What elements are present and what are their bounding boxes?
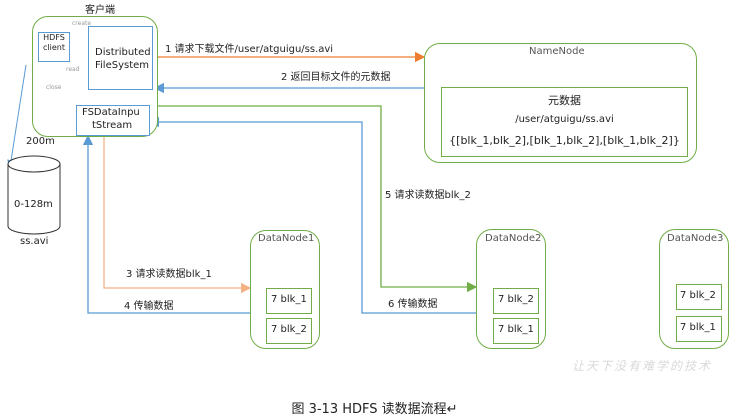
datanode1-block-2	[266, 318, 312, 344]
arrow-to-storage	[7, 64, 27, 168]
datanode2-block-2-label: 7 blk_1	[498, 324, 534, 335]
fsdatainputstream-label-2: tStream	[92, 120, 133, 131]
storage-cylinder	[7, 155, 61, 235]
datanode2-block-2	[493, 318, 539, 344]
datanode3-block-2	[676, 316, 722, 342]
arrow-5-label: 5 请求读数据blk_2	[385, 190, 471, 201]
arrow-2-label: 2 返回目标文件的元数据	[281, 72, 391, 83]
namenode-title: NameNode	[529, 46, 585, 57]
datanode3-block-1-label: 7 blk_2	[680, 290, 716, 301]
datanode1-block-1	[266, 288, 312, 314]
metadata-box	[441, 87, 688, 157]
datanode1-block-2-label: 7 blk_2	[271, 324, 307, 335]
hdfs-client-label: HDFS client	[43, 33, 65, 52]
arrow-4-transfer-data	[82, 134, 250, 314]
metadata-path: /user/atguigu/ss.avi	[515, 114, 614, 125]
datanode2-block-1-label: 7 blk_2	[498, 294, 534, 305]
figure-caption: 图 3-13 HDFS 读数据流程↵	[291, 402, 458, 417]
distributed-filesystem-label: Distributed FileSystem	[95, 47, 151, 71]
watermark: 让天下没有难学的技术	[572, 359, 713, 373]
read-label: read	[66, 66, 80, 73]
datanode2-title: DataNode2	[485, 233, 542, 244]
datanode3-block-1	[676, 284, 722, 310]
storage-range-label: 0-128m	[14, 199, 53, 210]
datanode1-block-1-label: 7 blk_1	[271, 294, 307, 305]
arrow-3-label: 3 请求读数据blk_1	[126, 269, 212, 280]
fsdatainputstream-label-1: FSDataInpu	[82, 107, 140, 118]
datanode3-title: DataNode3	[667, 233, 724, 244]
arrow-6-transfer-data	[148, 116, 476, 314]
arrow-1-label: 1 请求下载文件/user/atguigu/ss.avi	[165, 44, 334, 55]
close-label: close	[46, 84, 62, 91]
hdfs-client-box	[38, 32, 70, 62]
distributed-filesystem-box	[88, 26, 153, 90]
arrow-3-request-blk1	[103, 136, 252, 294]
datanode1-title: DataNode1	[258, 233, 315, 244]
fsdatainputstream-box	[76, 105, 150, 136]
arrow-6-label: 6 传输数据	[388, 299, 438, 310]
create-label: create	[72, 20, 92, 27]
arrow-4-label: 4 传输数据	[124, 301, 174, 312]
arrow-5-request-blk2	[150, 105, 478, 293]
datanode3-block-2-label: 7 blk_1	[680, 322, 716, 333]
metadata-blocks: {[blk_1,blk_2],[blk_1,blk_2],[blk_1,blk_…	[449, 134, 680, 147]
storage-size-label: 200m	[26, 136, 55, 147]
datanode2-block-1	[493, 288, 539, 314]
metadata-title: 元数据	[548, 94, 581, 107]
client-title: 客户端	[85, 5, 115, 16]
storage-filename: ss.avi	[20, 236, 49, 247]
